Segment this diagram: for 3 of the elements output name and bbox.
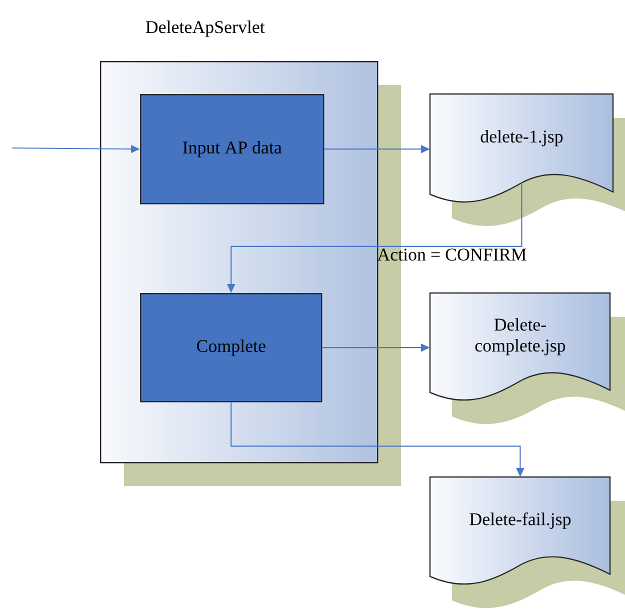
node-label: DeleteApServlet [146, 20, 265, 37]
process-box: Input AP data [140, 94, 324, 204]
process-box: Complete [140, 293, 322, 402]
